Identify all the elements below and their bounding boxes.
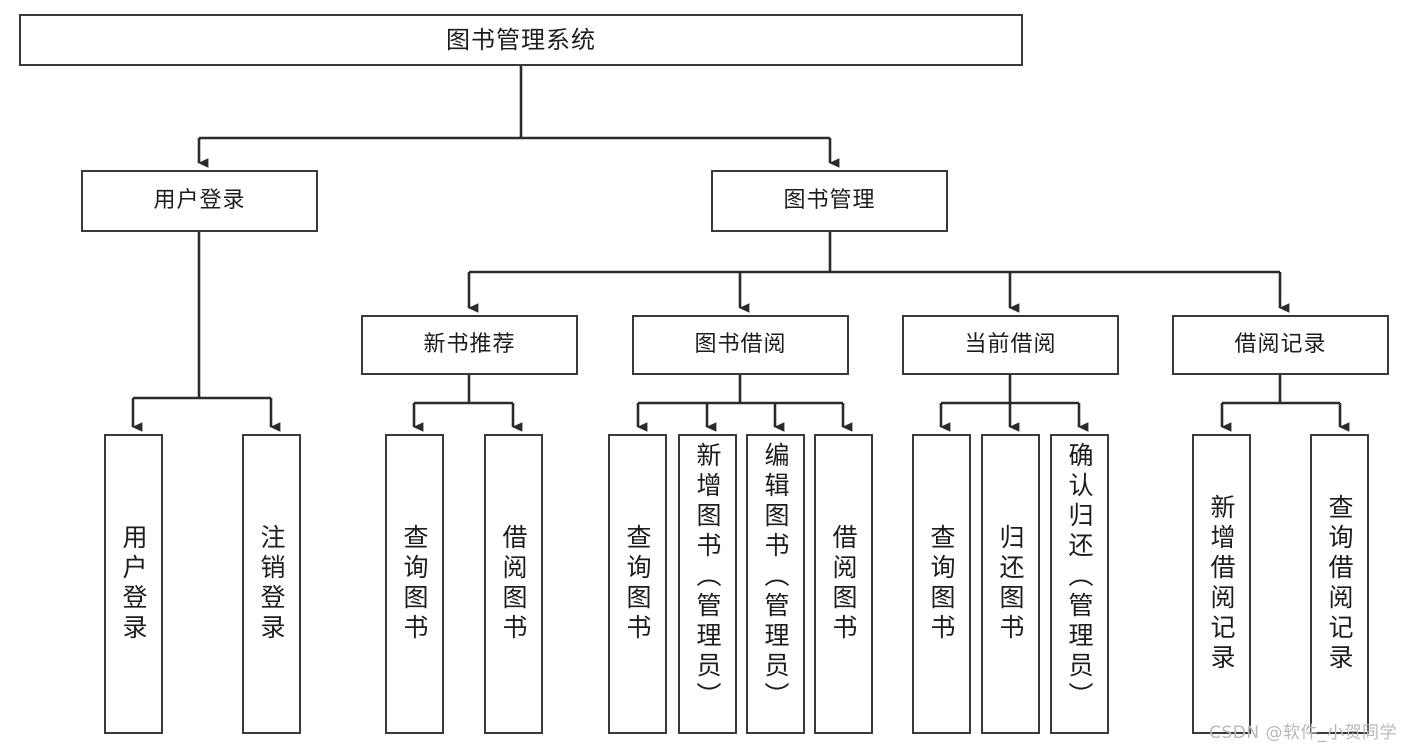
leaf-label: 用户登录 <box>119 524 148 644</box>
leaf-borrow-record-query[interactable]: 查询借阅记录 <box>1310 434 1369 734</box>
leaf-user-login-login[interactable]: 用户登录 <box>104 434 163 734</box>
node-user-login[interactable]: 用户登录 <box>81 170 318 232</box>
leaf-book-borrow-edit-admin[interactable]: 编辑图书（管理员） <box>746 434 805 734</box>
leaf-new-book-query[interactable]: 查询图书 <box>385 434 444 734</box>
node-label: 图书管理 <box>783 188 876 214</box>
node-label: 用户登录 <box>153 188 246 214</box>
leaf-label: 借阅图书 <box>829 524 858 644</box>
leaf-label: 新增借阅记录 <box>1207 494 1236 674</box>
node-root-book-management-system[interactable]: 图书管理系统 <box>19 14 1023 66</box>
leaf-book-borrow-query[interactable]: 查询图书 <box>608 434 667 734</box>
leaf-label: 借阅图书 <box>499 524 528 644</box>
leaf-label: 归还图书 <box>996 524 1025 644</box>
leaf-borrow-record-add[interactable]: 新增借阅记录 <box>1192 434 1251 734</box>
leaf-label: 注销登录 <box>257 524 286 644</box>
watermark-text: CSDN @软件_小贺同学 <box>1209 723 1397 743</box>
node-label: 当前借阅 <box>964 332 1057 358</box>
leaf-label: 查询图书 <box>623 524 652 644</box>
leaf-new-book-borrow[interactable]: 借阅图书 <box>484 434 543 734</box>
leaf-user-login-logout[interactable]: 注销登录 <box>242 434 301 734</box>
leaf-current-borrow-confirm-return-admin[interactable]: 确认归还（管理员） <box>1050 434 1109 734</box>
leaf-label: 查询图书 <box>927 524 956 644</box>
node-label: 新书推荐 <box>423 332 516 358</box>
leaf-label: 查询图书 <box>400 524 429 644</box>
leaf-current-borrow-query[interactable]: 查询图书 <box>912 434 971 734</box>
node-label: 图书借阅 <box>694 332 787 358</box>
node-label: 借阅记录 <box>1234 332 1327 358</box>
node-label: 图书管理系统 <box>446 25 596 54</box>
leaf-label: 确认归还（管理员） <box>1065 442 1094 712</box>
node-book-borrow[interactable]: 图书借阅 <box>632 315 849 375</box>
leaf-label: 编辑图书（管理员） <box>761 442 790 712</box>
node-new-book-recommend[interactable]: 新书推荐 <box>361 315 578 375</box>
node-book-management[interactable]: 图书管理 <box>711 170 948 232</box>
leaf-book-borrow-add-admin[interactable]: 新增图书（管理员） <box>678 434 737 734</box>
leaf-book-borrow-borrow[interactable]: 借阅图书 <box>814 434 873 734</box>
leaf-current-borrow-return[interactable]: 归还图书 <box>981 434 1040 734</box>
node-borrow-record[interactable]: 借阅记录 <box>1172 315 1389 375</box>
leaf-label: 新增图书（管理员） <box>693 442 722 712</box>
node-current-borrow[interactable]: 当前借阅 <box>902 315 1119 375</box>
leaf-label: 查询借阅记录 <box>1325 494 1354 674</box>
